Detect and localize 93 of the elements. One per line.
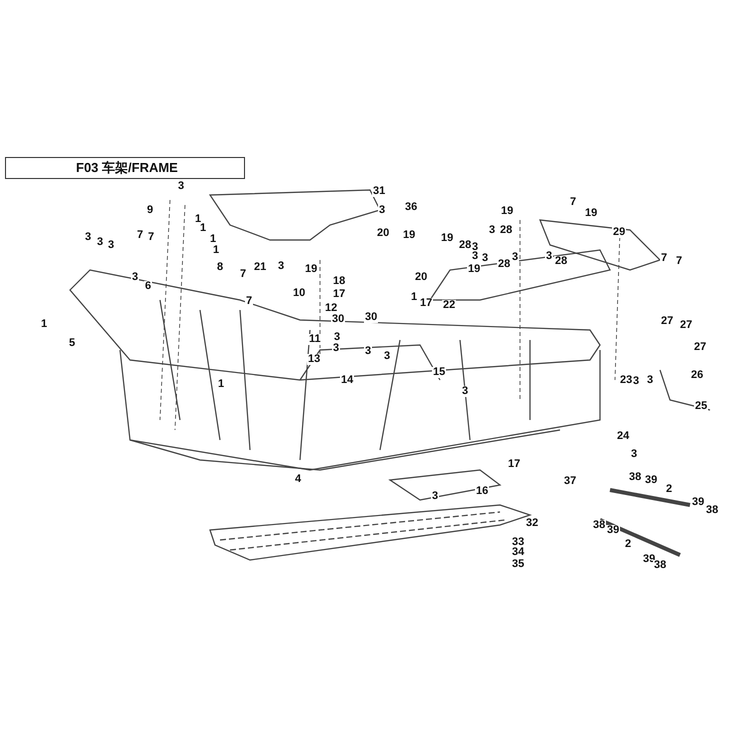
- callout-number: 19: [440, 233, 454, 244]
- callout-number: 3: [378, 205, 386, 216]
- callout-number: 2: [665, 484, 674, 495]
- callout-number: 5: [68, 338, 76, 349]
- callout-number: 30: [364, 312, 378, 323]
- callout-number: 36: [404, 202, 418, 213]
- callout-number: 3: [431, 491, 440, 502]
- callout-number: 7: [136, 230, 144, 241]
- callout-number: 19: [402, 230, 416, 241]
- callout-number: 3: [632, 376, 640, 387]
- callout-number: 23: [619, 375, 634, 386]
- callout-number: 3: [177, 181, 186, 192]
- callout-number: 15: [432, 367, 446, 378]
- callout-number: 4: [294, 474, 302, 485]
- callout-number: 17: [507, 459, 522, 470]
- callout-number: 27: [679, 320, 694, 331]
- callout-number: 1: [194, 214, 202, 225]
- callout-number: 17: [332, 289, 346, 300]
- callout-number: 27: [660, 316, 674, 327]
- callout-number: 24: [616, 431, 630, 442]
- callout-number: 29: [612, 227, 626, 238]
- callout-number: 33: [511, 537, 526, 548]
- callout-number: 1: [410, 292, 418, 303]
- callout-number: 19: [584, 208, 598, 219]
- callout-number: 19: [467, 264, 482, 275]
- callout-number: 37: [563, 476, 578, 487]
- callout-number: 1: [209, 234, 218, 245]
- callout-number: 6: [144, 281, 152, 292]
- callout-number: 3: [131, 272, 140, 283]
- callout-number: 1: [199, 223, 208, 234]
- callout-number: 38: [705, 505, 720, 516]
- callout-number: 19: [500, 206, 514, 217]
- callout-number: 3: [96, 237, 104, 248]
- callout-number: 39: [606, 525, 620, 536]
- callout-number: 17: [419, 298, 434, 309]
- diagram-title: F03 车架/FRAME: [76, 159, 178, 178]
- callout-number: 12: [324, 303, 338, 314]
- callout-number: 8: [216, 262, 224, 273]
- callout-number: 19: [304, 264, 318, 275]
- callout-number: 10: [292, 288, 306, 299]
- callout-number: 3: [277, 261, 286, 272]
- callout-number: 39: [644, 475, 658, 486]
- callout-number: 28: [458, 240, 472, 251]
- callout-number: 1: [212, 245, 220, 256]
- callout-number: 26: [690, 370, 704, 381]
- callout-number: 21: [253, 262, 268, 273]
- callout-number: 35: [511, 559, 526, 570]
- callout-number: 3: [333, 332, 342, 343]
- callout-number: 3: [545, 251, 554, 262]
- callout-number: 32: [525, 518, 540, 529]
- callout-number: 7: [239, 269, 248, 280]
- callout-number: 25: [694, 401, 708, 412]
- callout-number: 14: [340, 375, 354, 386]
- callout-number: 16: [475, 486, 490, 497]
- callout-number: 3: [646, 375, 654, 386]
- callout-number: 7: [147, 232, 156, 243]
- callout-number: 2: [624, 539, 632, 550]
- callout-number: 3: [84, 232, 92, 243]
- callout-number: 28: [497, 259, 512, 270]
- callout-number: 28: [499, 225, 514, 236]
- callout-number: 3: [383, 351, 392, 362]
- callout-number: 11: [308, 334, 322, 345]
- callout-number: 18: [332, 276, 346, 287]
- callout-number: 9: [146, 205, 154, 216]
- callout-number: 3: [107, 240, 116, 251]
- callout-number: 3: [332, 343, 340, 354]
- callout-number: 1: [217, 379, 226, 390]
- callout-number: 38: [653, 560, 668, 571]
- callout-number: 30: [331, 314, 346, 325]
- callout-number: 3: [481, 253, 490, 264]
- callout-number: 13: [307, 354, 322, 365]
- callout-number: 20: [376, 228, 390, 239]
- callout-number: 3: [488, 225, 496, 236]
- callout-number: 3: [364, 346, 372, 357]
- callout-number: 1: [40, 319, 48, 330]
- callout-number: 34: [511, 547, 526, 558]
- callout-number: 7: [675, 256, 684, 267]
- callout-number: 3: [511, 252, 520, 263]
- callout-number: 27: [693, 342, 708, 353]
- callout-number: 39: [642, 554, 656, 565]
- callout-number: 7: [660, 253, 668, 264]
- callout-number: 7: [569, 197, 578, 208]
- callout-number: 7: [245, 296, 254, 307]
- callout-number: 31: [372, 186, 386, 197]
- callout-number: 38: [628, 472, 642, 483]
- callout-number: 20: [414, 272, 428, 283]
- callout-number: 3: [461, 386, 470, 397]
- callout-number: 39: [691, 497, 706, 508]
- callout-number: 3: [630, 449, 638, 460]
- callout-number: 28: [554, 256, 568, 267]
- callout-number: 3: [471, 251, 480, 262]
- callout-number: 22: [442, 300, 456, 311]
- callout-number: 38: [592, 520, 606, 531]
